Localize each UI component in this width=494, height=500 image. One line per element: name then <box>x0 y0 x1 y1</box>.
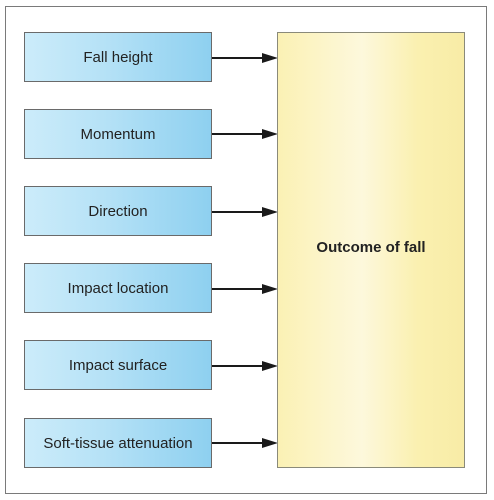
outcome-box: Outcome of fall <box>277 32 465 468</box>
arrow-direction <box>212 207 278 217</box>
factor-box-soft-tissue-attenuation: Soft-tissue attenuation <box>24 418 212 468</box>
factor-label: Impact surface <box>68 356 168 374</box>
arrow-fall-height <box>212 53 278 63</box>
factor-box-fall-height: Fall height <box>24 32 212 82</box>
factor-label: Fall height <box>83 48 153 66</box>
outcome-label: Outcome of fall <box>316 239 426 256</box>
factor-box-impact-surface: Impact surface <box>24 340 212 390</box>
arrow-impact-surface <box>212 361 278 371</box>
arrow-momentum <box>212 129 278 139</box>
factor-label: Soft-tissue attenuation <box>43 434 193 452</box>
factor-label: Direction <box>88 202 148 220</box>
factor-label: Momentum <box>80 125 156 143</box>
factor-box-impact-location: Impact location <box>24 263 212 313</box>
factor-box-direction: Direction <box>24 186 212 236</box>
factor-box-momentum: Momentum <box>24 109 212 159</box>
arrow-soft-tissue-attenuation <box>212 438 278 448</box>
arrow-impact-location <box>212 284 278 294</box>
factor-label: Impact location <box>67 279 169 297</box>
